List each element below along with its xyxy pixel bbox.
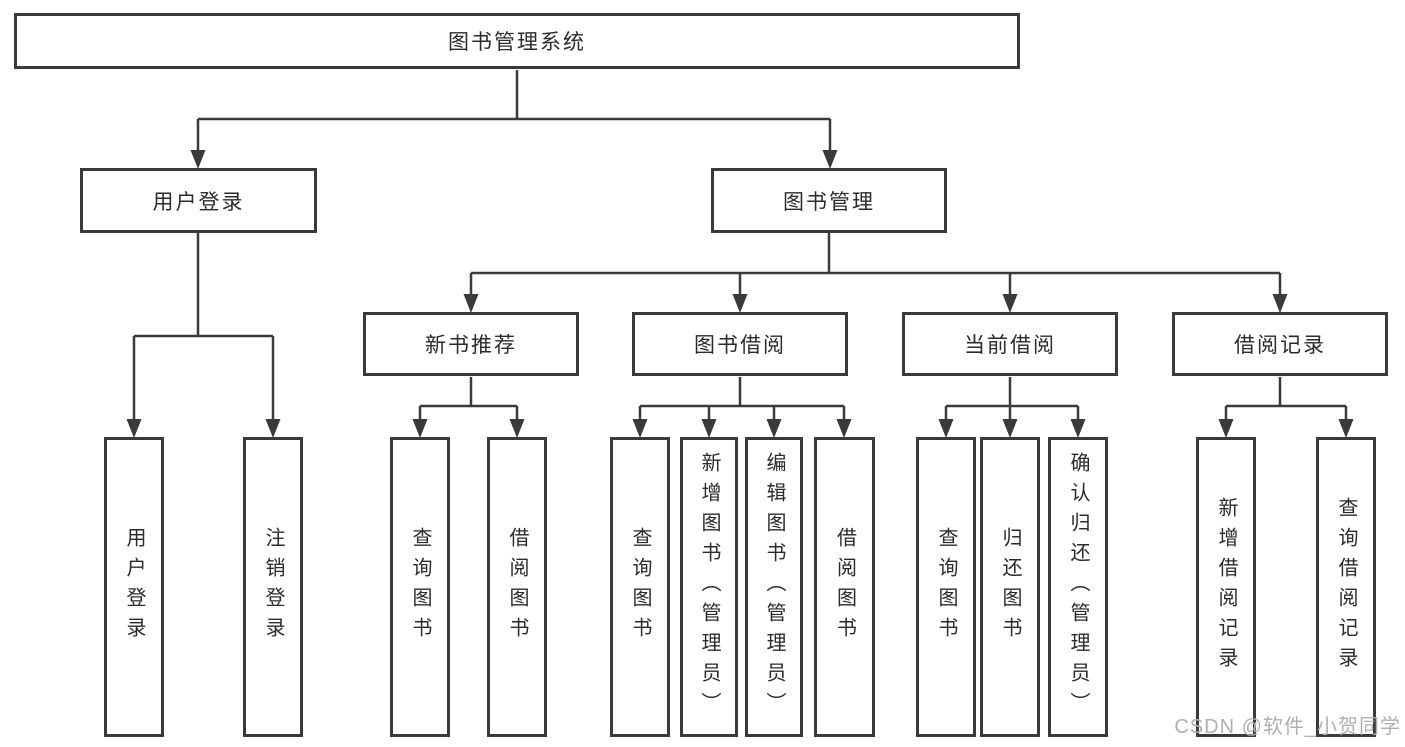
leaf-borrow-borrow-books: 借阅图书: [814, 437, 875, 737]
node-user-login-module: 用户登录: [80, 168, 317, 233]
node-book-borrow: 图书借阅: [632, 312, 848, 376]
leaf-label: 用户登录: [123, 527, 145, 647]
leaf-records-query-record: 查询借阅记录: [1316, 437, 1376, 737]
leaf-label: 新增借阅记录: [1215, 497, 1237, 677]
csdn-watermark: CSDN @软件_小贺同学: [1174, 716, 1401, 738]
node-label: 当前借阅: [964, 334, 1056, 357]
leaf-user-login: 用户登录: [104, 437, 164, 737]
node-current-borrow: 当前借阅: [902, 312, 1118, 376]
leaf-label: 查询图书: [935, 527, 957, 647]
node-new-book-recommend: 新书推荐: [363, 312, 579, 376]
node-label: 新书推荐: [425, 334, 517, 357]
node-label: 借阅记录: [1234, 334, 1326, 357]
leaf-label: 查询图书: [409, 527, 431, 647]
node-label: 图书管理: [783, 190, 875, 214]
node-label: 用户登录: [152, 190, 245, 214]
leaf-label: 确认归还（管理员）: [1067, 452, 1089, 722]
leaf-label: 新增图书（管理员）: [698, 452, 720, 722]
leaf-logout: 注销登录: [243, 437, 303, 737]
leaf-label: 查询借阅记录: [1335, 497, 1357, 677]
node-label: 图书管理系统: [448, 31, 586, 54]
arrowhead-icons: [126, 150, 1354, 438]
leaf-borrow-add-books-admin: 新增图书（管理员）: [680, 437, 738, 737]
leaf-recommend-query-books: 查询图书: [390, 437, 450, 737]
leaf-recommend-borrow-books: 借阅图书: [487, 437, 547, 737]
node-root-system: 图书管理系统: [14, 13, 1020, 69]
leaf-current-query-books: 查询图书: [916, 437, 976, 737]
leaf-records-add-record: 新增借阅记录: [1196, 437, 1256, 737]
leaf-label: 借阅图书: [833, 527, 856, 647]
leaf-borrow-edit-books-admin: 编辑图书（管理员）: [745, 437, 803, 737]
leaf-current-return-books: 归还图书: [980, 437, 1040, 737]
leaf-label: 编辑图书（管理员）: [763, 452, 785, 722]
leaf-label: 借阅图书: [506, 527, 528, 647]
node-label: 图书借阅: [694, 334, 786, 357]
leaf-borrow-query-books: 查询图书: [610, 437, 670, 737]
leaf-current-confirm-return-admin: 确认归还（管理员）: [1048, 437, 1108, 737]
node-book-management-module: 图书管理: [711, 168, 947, 233]
node-borrow-records: 借阅记录: [1172, 312, 1388, 376]
leaf-label: 注销登录: [262, 527, 284, 647]
leaf-label: 查询图书: [629, 527, 651, 647]
leaf-label: 归还图书: [999, 527, 1021, 647]
